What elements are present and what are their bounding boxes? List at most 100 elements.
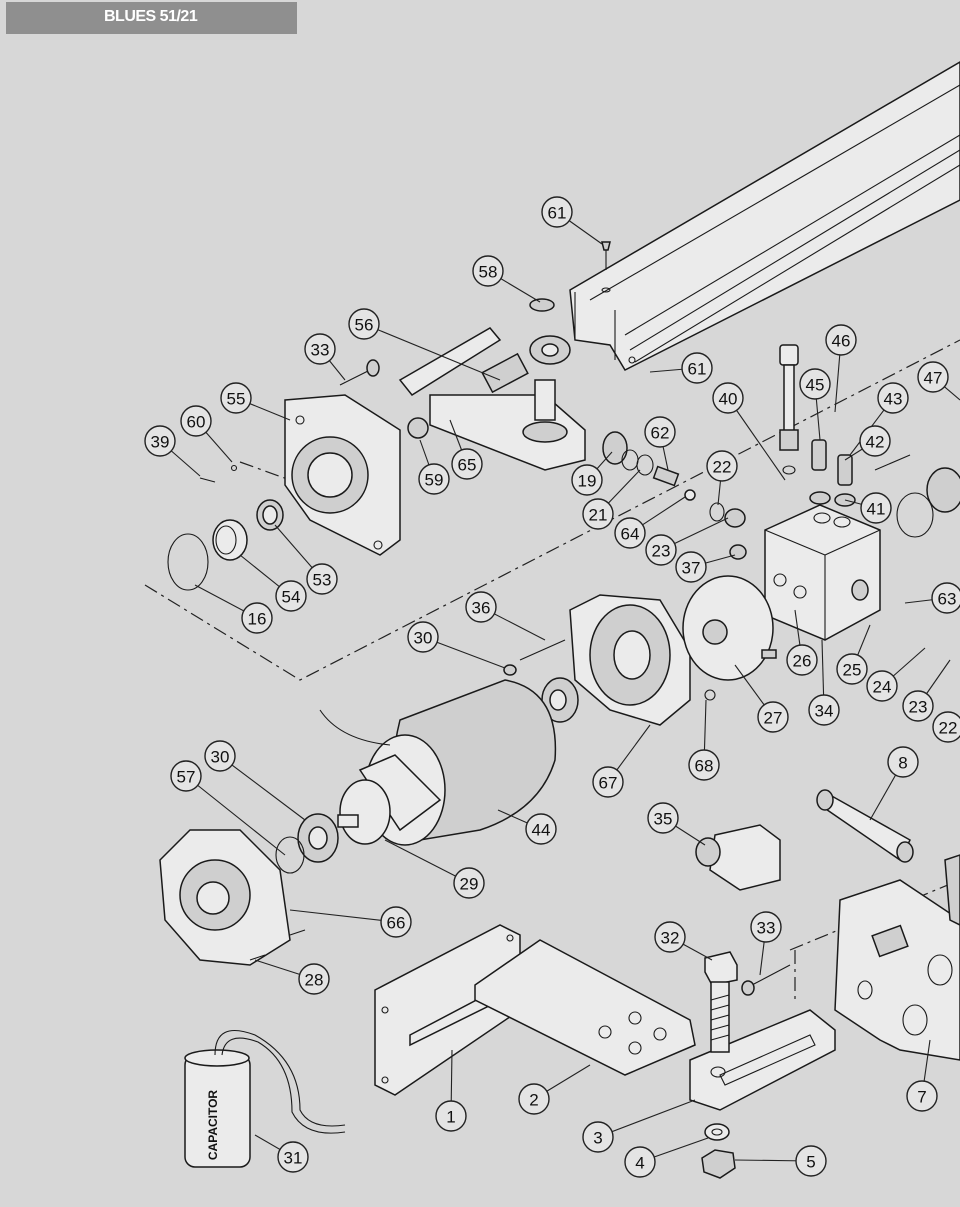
part-callout-61: 61 <box>541 196 573 228</box>
part-callout-39: 39 <box>144 425 176 457</box>
part-callout-67: 67 <box>592 766 624 798</box>
part-callout-4: 4 <box>624 1146 656 1178</box>
callout-circle <box>866 670 898 702</box>
callout-number: 3 <box>593 1129 602 1148</box>
part-callout-55: 55 <box>220 382 252 414</box>
callout-number: 34 <box>815 702 834 721</box>
part-callout-8: 8 <box>887 746 919 778</box>
rail-beam <box>569 61 960 371</box>
part-callout-63: 63 <box>931 582 960 614</box>
callout-circle <box>808 694 840 726</box>
callout-number: 35 <box>654 810 673 829</box>
part-callout-66: 66 <box>380 906 412 938</box>
part-callout-62: 62 <box>644 416 676 448</box>
callout-circle <box>298 963 330 995</box>
end-cover <box>159 829 306 966</box>
callout-circle <box>645 534 677 566</box>
callout-number: 59 <box>425 471 444 490</box>
leader-line-3 <box>597 1099 696 1138</box>
hex-bolt <box>704 951 738 1053</box>
callout-number: 22 <box>939 719 958 738</box>
callout-circle <box>472 255 504 287</box>
part-callout-43: 43 <box>877 382 909 414</box>
callout-number: 1 <box>446 1108 455 1127</box>
part-callout-65: 65 <box>451 448 483 480</box>
callout-number: 19 <box>578 472 597 491</box>
part-callout-46: 46 <box>825 324 857 356</box>
part-callout-24: 24 <box>866 670 898 702</box>
callout-number: 43 <box>884 390 903 409</box>
part-callout-35: 35 <box>647 802 679 834</box>
callout-circle <box>170 760 202 792</box>
part-callout-36: 36 <box>465 591 497 623</box>
callout-number: 39 <box>151 433 170 452</box>
callout-number: 23 <box>652 542 671 561</box>
callout-number: 4 <box>635 1154 644 1173</box>
callout-number: 46 <box>832 332 851 351</box>
part-callout-7: 7 <box>906 1080 938 1112</box>
callout-circle <box>786 644 818 676</box>
callout-circle <box>220 382 252 414</box>
valve-block <box>764 504 881 641</box>
callout-circle <box>712 382 744 414</box>
callout-number: 23 <box>909 698 928 717</box>
callout-circle <box>902 690 934 722</box>
callout-circle <box>932 711 960 743</box>
motor-rotor <box>319 679 557 846</box>
callout-circle <box>418 463 450 495</box>
callout-number: 16 <box>248 610 267 629</box>
callout-circle <box>241 602 273 634</box>
callout-circle <box>582 498 614 530</box>
callout-number: 40 <box>719 390 738 409</box>
seal-rings <box>167 499 284 591</box>
callout-circle <box>518 1083 550 1115</box>
callout-number: 66 <box>387 914 406 933</box>
page-title: BLUES 51/21 <box>104 8 198 25</box>
long-bolt <box>779 344 799 475</box>
leader-line-29 <box>384 839 470 884</box>
part-callout-16: 16 <box>241 602 273 634</box>
leader-line-56 <box>363 323 501 381</box>
callout-number: 61 <box>548 204 567 223</box>
callout-circle <box>407 621 439 653</box>
callout-number: 41 <box>867 500 886 519</box>
callout-number: 37 <box>682 559 701 578</box>
part-callout-30: 30 <box>204 740 236 772</box>
part-callout-27: 27 <box>757 701 789 733</box>
callout-circle <box>859 425 891 457</box>
callout-number: 68 <box>695 757 714 776</box>
callout-circle <box>180 405 212 437</box>
callout-number: 65 <box>458 456 477 475</box>
callout-number: 55 <box>227 390 246 409</box>
part-callout-37: 37 <box>675 551 707 583</box>
callout-number: 5 <box>806 1153 815 1172</box>
callout-number: 45 <box>806 376 825 395</box>
callout-number: 22 <box>713 458 732 477</box>
callout-number: 30 <box>414 629 433 648</box>
callout-circle <box>877 382 909 414</box>
callout-circle <box>571 464 603 496</box>
callout-circle <box>750 911 782 943</box>
callout-circle <box>825 324 857 356</box>
screw-33-top <box>339 359 380 386</box>
mount-bracket <box>834 854 960 1061</box>
callout-number: 30 <box>211 748 230 767</box>
part-callout-45: 45 <box>799 368 831 400</box>
fittings <box>809 439 960 538</box>
callout-number: 54 <box>282 588 301 607</box>
capacitor-label: CAPACITOR <box>206 1090 220 1161</box>
callout-circle <box>681 352 713 384</box>
callout-circle <box>906 1080 938 1112</box>
motor-bolts <box>503 639 579 723</box>
callout-circle <box>860 492 892 524</box>
part-callout-22: 22 <box>932 711 960 743</box>
callout-number: 62 <box>651 424 670 443</box>
part-callout-21: 21 <box>582 498 614 530</box>
callout-circle <box>675 551 707 583</box>
callout-circle <box>348 308 380 340</box>
leader-line-40 <box>727 397 786 481</box>
callout-circle <box>799 368 831 400</box>
callout-number: 64 <box>621 525 640 544</box>
part-callout-30: 30 <box>407 621 439 653</box>
callout-number: 57 <box>177 768 196 787</box>
